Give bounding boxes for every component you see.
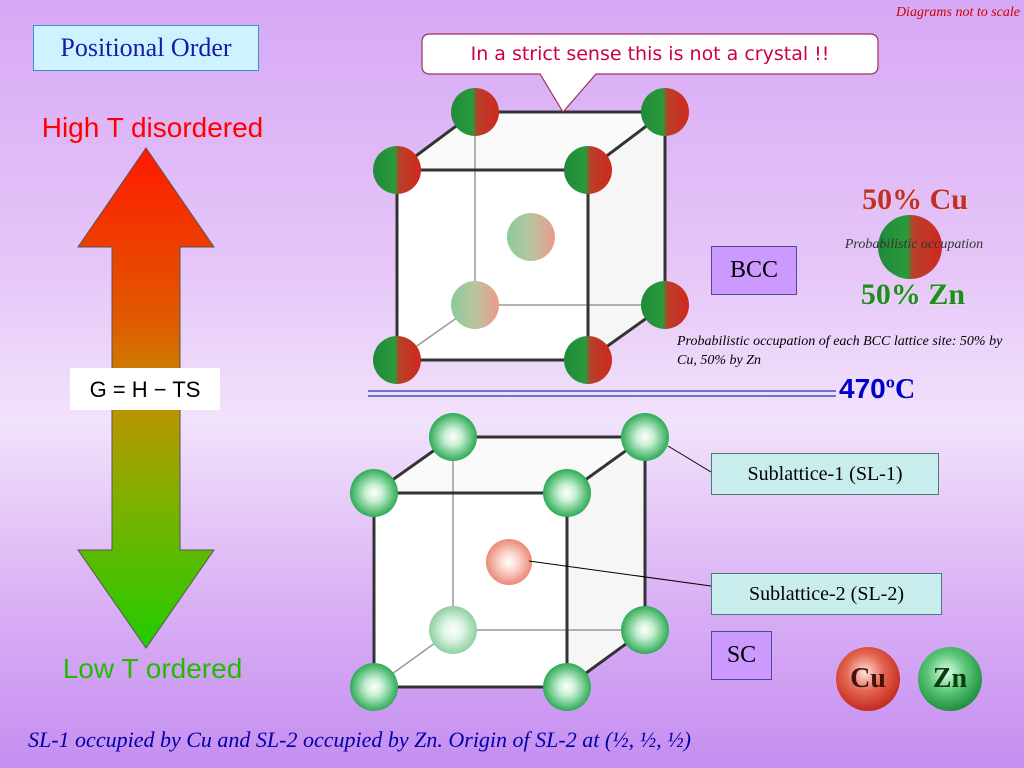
sc-atom [429,413,477,461]
sc-atom [621,606,669,654]
probabilistic-description: Probabilistic occupation of each BCC lat… [677,334,1003,368]
gibbs-label-background [70,368,220,410]
bcc-atom [641,88,689,136]
sublattice-1-label: Sublattice-1 (SL-1) [711,453,939,495]
sc-atoms [350,413,669,711]
sc-atom [543,663,591,711]
sl2-leader-line [528,560,712,587]
sc-atom [543,469,591,517]
gibbs-equation: G = H − TS [89,377,201,402]
sc-atom [350,469,398,517]
zn-percentage: 50% Zn [860,278,966,311]
bcc-label: BCC [711,246,797,295]
probabilistic-occupation-label: Probabilistic occupation [844,237,984,252]
callout-bubble [421,33,879,114]
not-to-scale-note: Diagrams not to scale [895,5,1020,20]
bcc-atoms [373,88,689,384]
bcc-atom [564,146,612,194]
sc-atom [621,413,669,461]
transition-temperature: 470ºC [839,373,929,406]
bcc-atom [373,336,421,384]
bcc-atom [564,336,612,384]
sc-atom-back [429,606,477,654]
positional-order-title: Positional Order [33,25,259,71]
transition-temperature-unit: ºC [885,374,916,405]
bcc-atom [451,88,499,136]
sl1-leader-line [667,445,712,473]
caption: SL-1 occupied by Cu and SL-2 occupied by… [28,727,691,752]
cu-percentage: 50% Cu [862,183,968,216]
cu-atom-icon [836,647,900,711]
bcc-body-center-atom [507,213,555,261]
transition-temperature-value: 470 [839,373,886,404]
zn-atom-label: Zn [932,663,968,694]
sc-center-atom [486,539,532,585]
sublattice-2-label: Sublattice-2 (SL-2) [711,573,942,615]
bcc-atom [641,281,689,329]
cu-atom-label: Cu [850,663,886,694]
low-t-label: Low T ordered [62,653,243,684]
bcc-atom [451,281,499,329]
sc-label: SC [711,631,772,680]
high-t-label: High T disordered [41,112,264,143]
callout-text: In a strict sense this is not a crystal … [470,43,830,65]
zn-atom-icon [918,647,982,711]
bcc-atom [373,146,421,194]
probabilistic-atom [878,215,942,279]
sc-atom [350,663,398,711]
